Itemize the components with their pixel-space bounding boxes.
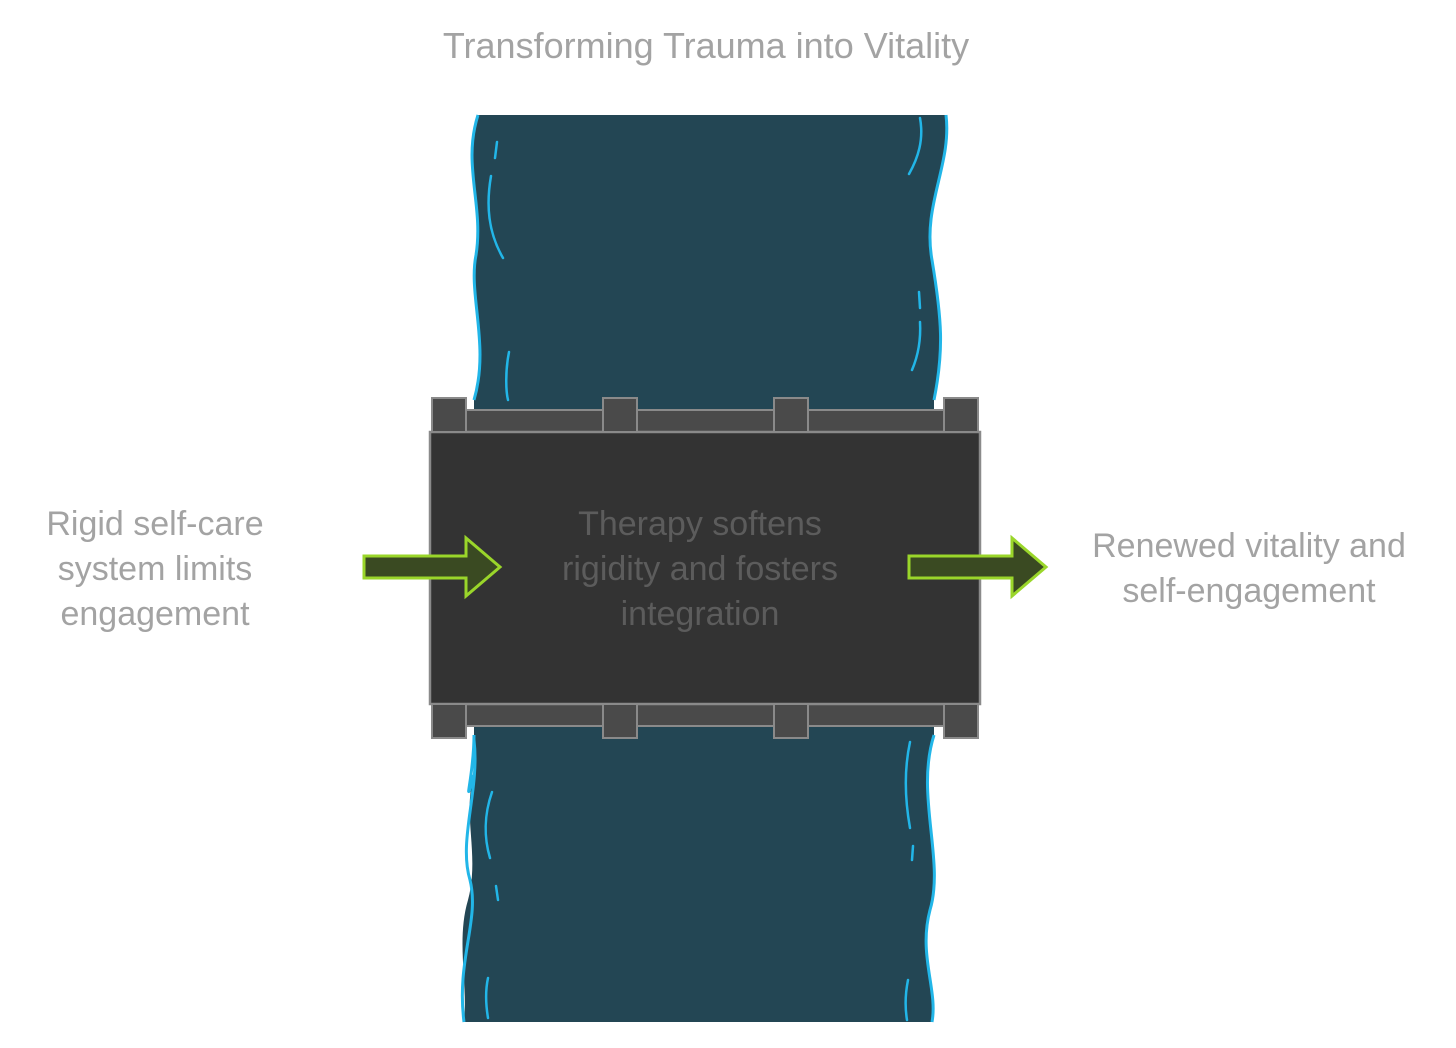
output-state-line: Renewed vitality and [1092, 527, 1406, 565]
output-state-label: Renewed vitality and self-engagement [1060, 524, 1438, 614]
river-current-lines [484, 116, 923, 1022]
process-label: Therapy softens rigidity and fosters int… [470, 502, 930, 637]
bridge-top-rail [431, 409, 979, 433]
input-arrow-icon [362, 534, 503, 600]
process-line: Therapy softens [578, 505, 822, 543]
river-bank-right [928, 114, 949, 401]
input-state-line: system limits [57, 550, 253, 588]
input-state-label: Rigid self-care system limits engagement [10, 502, 300, 637]
process-line: integration [620, 595, 780, 633]
river-bank-left [470, 114, 482, 401]
bridge-icon [428, 397, 982, 739]
input-state-line: engagement [60, 595, 250, 633]
input-state-line: Rigid self-care [46, 505, 264, 543]
output-arrow-icon [907, 534, 1049, 600]
bridge-bottom-rail [431, 703, 979, 727]
river-bank-left-lower [460, 734, 477, 1023]
diagram-title: Transforming Trauma into Vitality [442, 25, 970, 66]
river-bank-right-lower [924, 734, 936, 1023]
bridge-posts [431, 397, 979, 739]
process-line: rigidity and fosters [562, 550, 838, 588]
output-state-line: self-engagement [1122, 572, 1376, 610]
bridge-deck [428, 430, 982, 706]
